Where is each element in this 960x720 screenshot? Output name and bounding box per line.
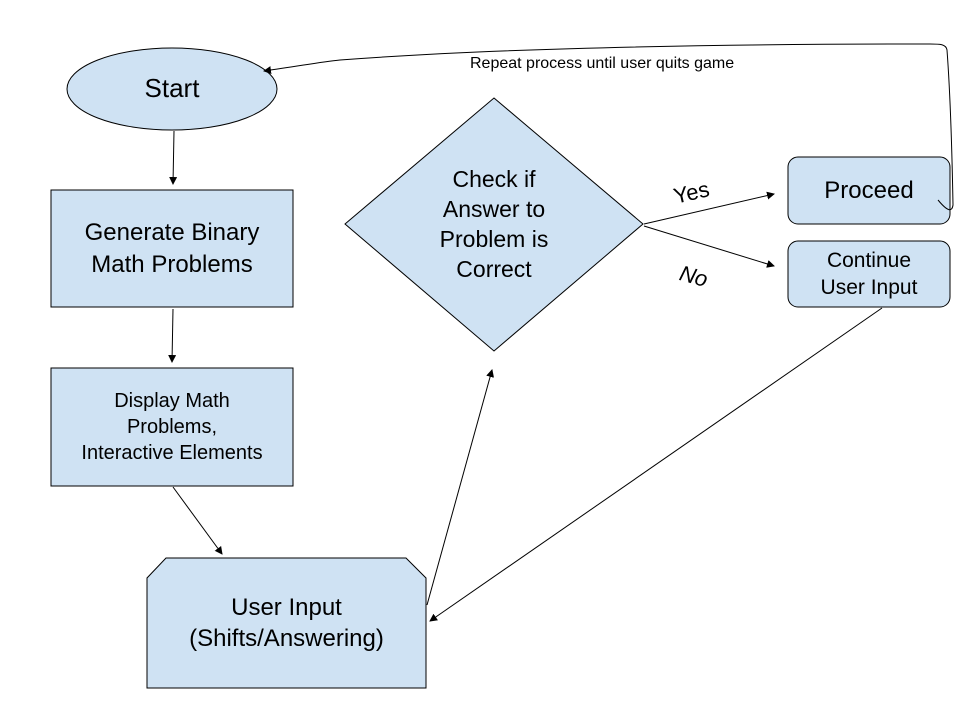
display-node	[50, 367, 294, 487]
generate-node	[50, 189, 294, 308]
edge-start-to-generate	[169, 130, 178, 185]
start-node	[66, 47, 278, 131]
edge-user-input-to-check	[426, 369, 494, 606]
display-label: Display Math Problems, Interactive Eleme…	[81, 390, 263, 464]
edge-check-to-proceed	[643, 191, 775, 225]
check-node	[344, 97, 644, 352]
continue-label: Continue User Input	[820, 248, 918, 299]
start-label: Start	[144, 73, 200, 104]
proceed-node	[787, 156, 951, 225]
generate-label: Generate Binary Math Problems	[84, 219, 260, 278]
edge-proceed-to-start	[263, 43, 954, 211]
edge-check-to-continue	[643, 225, 775, 268]
user-input-node	[146, 557, 427, 689]
edge-generate-to-display	[168, 308, 177, 363]
continue-node	[787, 240, 951, 308]
proceed-label: Proceed	[824, 176, 914, 204]
edge-display-to-user-input	[172, 486, 223, 555]
repeat-loop-label: Repeat process until user quits game	[470, 55, 735, 72]
user-input-label: User Input (Shifts/Answering)	[189, 593, 384, 652]
edge-continue-to-user-input	[429, 307, 883, 622]
check-label: Check if Answer to Problem is Correct	[439, 166, 549, 282]
